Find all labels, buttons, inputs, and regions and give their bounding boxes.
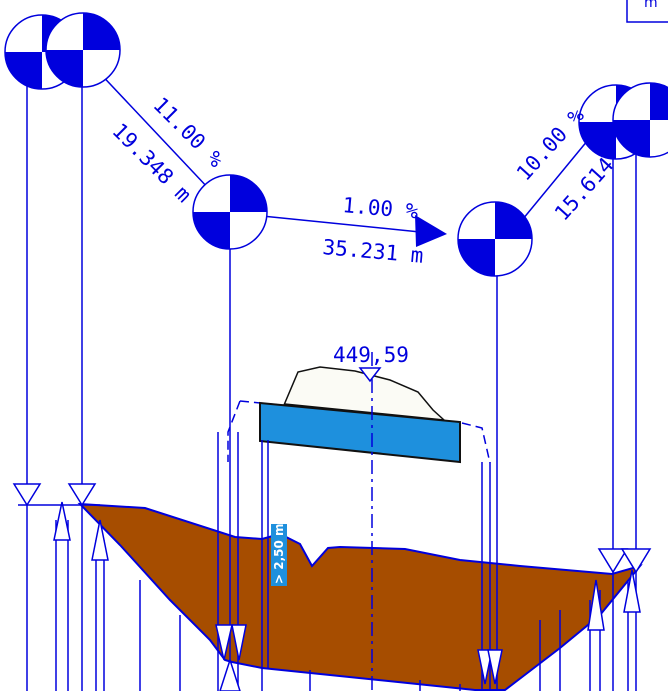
level-markers xyxy=(12,367,652,685)
pipe-rectangle xyxy=(259,401,461,464)
depth-badge-text: > 2,50 m xyxy=(272,523,286,584)
chamber-symbol-2 xyxy=(45,12,121,88)
slope-lines xyxy=(94,67,589,233)
length-label-3: 15.614 xyxy=(550,153,619,225)
slope-label-2: 1.00 % xyxy=(342,193,420,224)
length-label-2: 35.231 m xyxy=(322,235,425,268)
chamber-symbol-3 xyxy=(192,174,268,250)
slope-label-3: 10.00 % xyxy=(512,103,589,185)
chamber-symbol-4 xyxy=(457,201,533,277)
spot-level-label: 449,59 xyxy=(333,343,409,367)
flow-arrow xyxy=(415,215,447,247)
earth-profile xyxy=(77,502,643,691)
up-markers xyxy=(53,501,641,691)
chamber-symbol-6 xyxy=(612,82,668,158)
corner-label: m xyxy=(644,0,658,11)
depth-badge: > 2,50 m xyxy=(271,523,287,586)
corner-frame: m xyxy=(626,0,668,23)
